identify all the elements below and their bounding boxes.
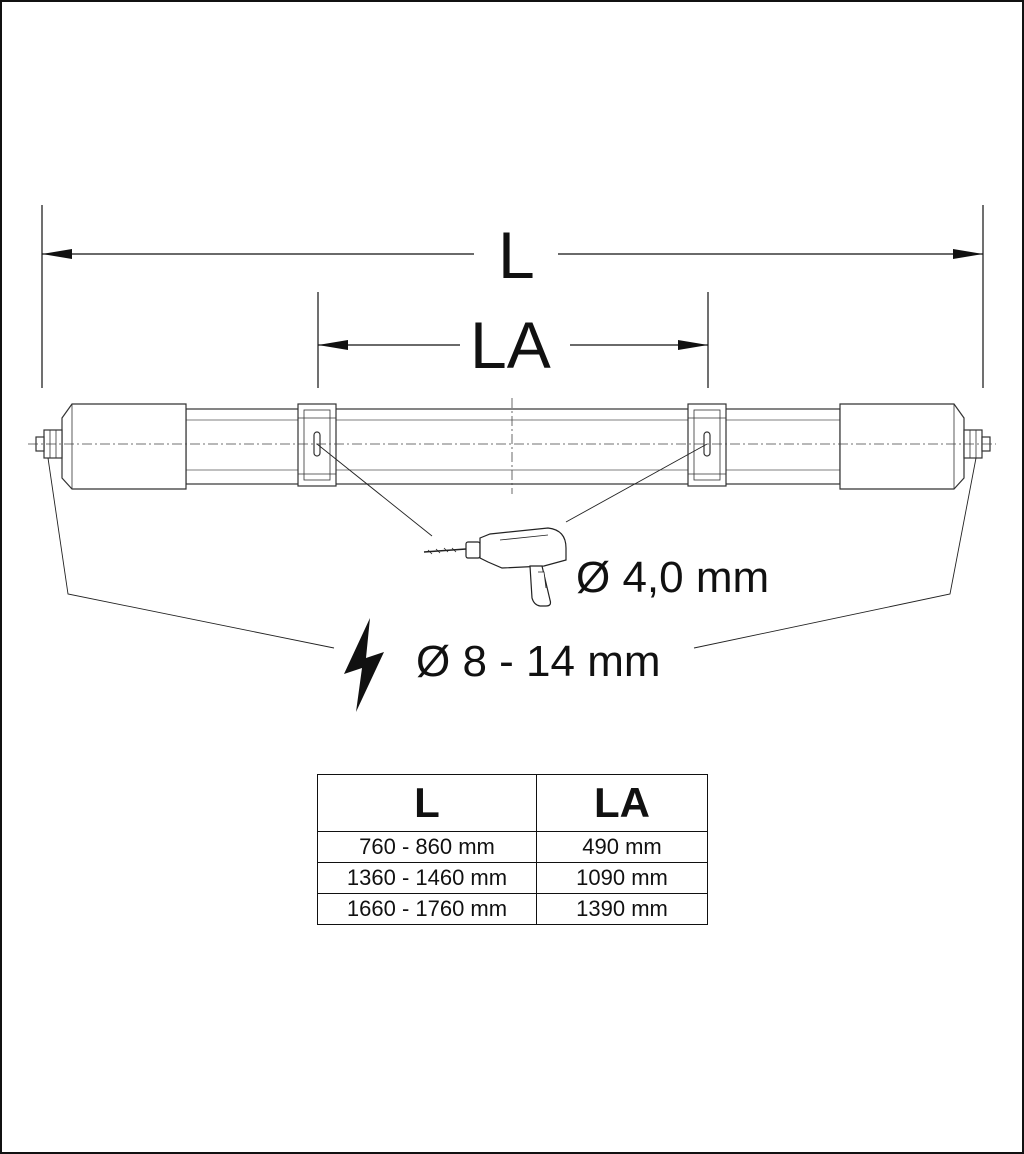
- table-header-L: L: [317, 774, 537, 832]
- table-row: 760 - 860 mm 490 mm: [317, 831, 708, 863]
- luminaire-body: [35, 403, 991, 490]
- drill-leader-lines: [316, 443, 708, 537]
- lightning-icon: [344, 618, 384, 712]
- table-cell-L: 1360 - 1460 mm: [317, 862, 537, 894]
- dimension-label-L: L: [492, 222, 541, 288]
- table-cell-L: 1660 - 1760 mm: [317, 893, 537, 925]
- dimension-table: L LA 760 - 860 mm 490 mm 1360 - 1460 mm …: [317, 774, 708, 925]
- center-lines: [28, 398, 996, 494]
- cable-diameter-label: Ø 8 - 14 mm: [410, 640, 667, 684]
- dimension-label-LA: LA: [466, 312, 555, 378]
- table-row: 1360 - 1460 mm 1090 mm: [317, 862, 708, 894]
- mounting-clip-right: [687, 403, 727, 487]
- drill-icon: [423, 527, 567, 607]
- cable-leader-lines: [47, 457, 977, 649]
- table-header-LA: LA: [536, 774, 708, 832]
- table-header-row: L LA: [317, 774, 708, 832]
- table-cell-LA: 1090 mm: [536, 862, 708, 894]
- dimension-L: [41, 205, 984, 388]
- table-cell-LA: 1390 mm: [536, 893, 708, 925]
- table-cell-LA: 490 mm: [536, 831, 708, 863]
- table-cell-L: 760 - 860 mm: [317, 831, 537, 863]
- mounting-clip-left: [297, 403, 337, 487]
- dimension-LA: [317, 292, 709, 388]
- drill-diameter-label: Ø 4,0 mm: [576, 553, 770, 602]
- table-row: 1660 - 1760 mm 1390 mm: [317, 893, 708, 925]
